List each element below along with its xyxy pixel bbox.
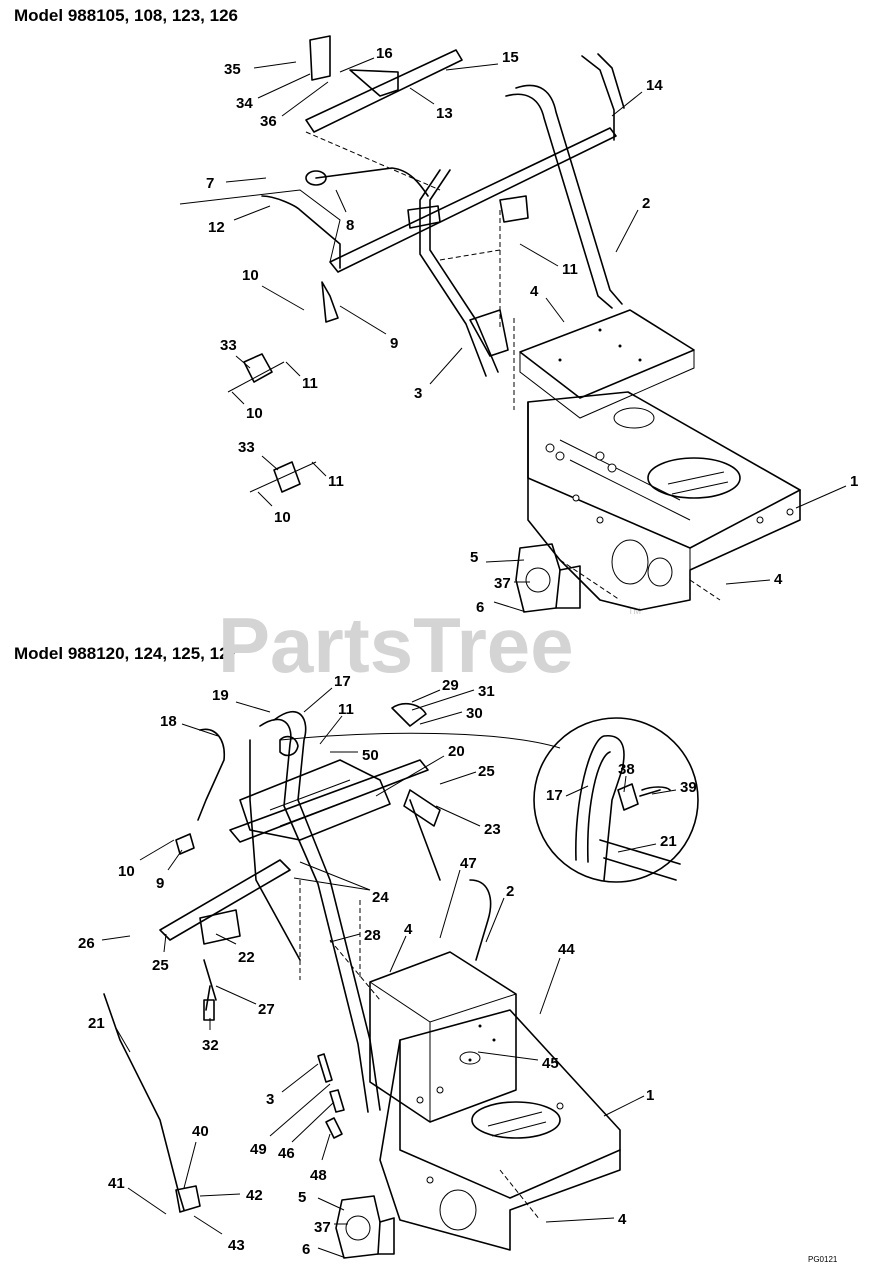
callout-13: 13: [436, 105, 453, 122]
callout-21-b: 21: [660, 833, 677, 850]
callout-17-a: 17: [334, 673, 351, 690]
callout-36: 36: [260, 113, 277, 130]
callout-3: 3: [414, 385, 422, 402]
callout-7: 7: [206, 175, 214, 192]
callout-26: 26: [78, 935, 95, 952]
callout-1-b: 1: [646, 1087, 654, 1104]
callout-4-d: 4: [618, 1211, 627, 1228]
top-assembly-drawing: [179, 35, 801, 613]
callout-3-b: 3: [266, 1091, 274, 1108]
callout-21-a: 21: [88, 1015, 105, 1032]
callout-32: 32: [202, 1037, 219, 1054]
callout-11-c: 11: [328, 473, 344, 490]
callout-17-b: 17: [546, 787, 563, 804]
callout-45: 45: [542, 1055, 559, 1072]
callout-42: 42: [246, 1187, 263, 1204]
callout-12: 12: [208, 219, 225, 236]
callout-4-c: 4: [404, 921, 413, 938]
callout-50: 50: [362, 747, 379, 764]
callout-39: 39: [680, 779, 697, 796]
callout-2: 2: [642, 195, 650, 212]
callout-10-d: 10: [118, 863, 135, 880]
callout-25-b: 25: [152, 957, 169, 974]
top-callouts: 35 34 36 16 13 15 14 7 12 8 2 11 10 9 4 …: [206, 45, 858, 616]
callout-20: 20: [448, 743, 465, 760]
callout-11-a: 11: [562, 261, 578, 278]
callout-29: 29: [442, 677, 459, 694]
callout-6-a: 6: [476, 599, 484, 616]
callout-23: 23: [484, 821, 501, 838]
callout-24: 24: [372, 889, 389, 906]
callout-27: 27: [258, 1001, 275, 1018]
callout-16: 16: [376, 45, 393, 62]
callout-4-a: 4: [530, 283, 539, 300]
bottom-callouts: 19 17 18 11 50 29 31 30 20 25 23 10 9 24…: [78, 673, 697, 1259]
callout-11-b: 11: [302, 375, 318, 392]
callout-28: 28: [364, 927, 381, 944]
callout-6-b: 6: [302, 1241, 310, 1258]
callout-9-b: 9: [156, 875, 164, 892]
callout-47: 47: [460, 855, 477, 872]
callout-5-b: 5: [298, 1189, 306, 1206]
callout-41: 41: [108, 1175, 125, 1192]
callout-37-b: 37: [314, 1219, 331, 1236]
model-heading-top: Model 988105, 108, 123, 126: [14, 6, 238, 25]
callout-35: 35: [224, 61, 241, 78]
callout-10-c: 10: [274, 509, 291, 526]
watermark-trademark: TM: [628, 606, 641, 616]
callout-46: 46: [278, 1145, 295, 1162]
callout-49: 49: [250, 1141, 267, 1158]
callout-18: 18: [160, 713, 177, 730]
callout-48: 48: [310, 1167, 327, 1184]
callout-25-a: 25: [478, 763, 495, 780]
callout-8: 8: [346, 217, 354, 234]
callout-31: 31: [478, 683, 495, 700]
callout-44: 44: [558, 941, 575, 958]
watermark-text: PartsTree: [218, 601, 574, 689]
callout-30: 30: [466, 705, 483, 722]
model-heading-bottom: Model 988120, 124, 125, 127: [14, 644, 238, 663]
callout-10-b: 10: [246, 405, 263, 422]
callout-4-b: 4: [774, 571, 783, 588]
callout-11-d: 11: [338, 701, 354, 718]
drawing-code: PG0121: [808, 1255, 838, 1264]
callout-22: 22: [238, 949, 255, 966]
callout-14: 14: [646, 77, 663, 94]
bottom-assembly-drawing: [103, 702, 699, 1259]
callout-38: 38: [618, 761, 635, 778]
callout-10-a: 10: [242, 267, 259, 284]
callout-2-b: 2: [506, 883, 514, 900]
callout-43: 43: [228, 1237, 245, 1254]
frame-top-face: [527, 401, 801, 549]
callout-40: 40: [192, 1123, 209, 1140]
callout-1-a: 1: [850, 473, 858, 490]
callout-5-a: 5: [470, 549, 478, 566]
callout-9: 9: [390, 335, 398, 352]
callout-37-a: 37: [494, 575, 511, 592]
callout-33-b: 33: [238, 439, 255, 456]
callout-19: 19: [212, 687, 229, 704]
callout-15: 15: [502, 49, 519, 66]
callout-34: 34: [236, 95, 253, 112]
frame-top-1: [527, 391, 801, 611]
callout-33-a: 33: [220, 337, 237, 354]
